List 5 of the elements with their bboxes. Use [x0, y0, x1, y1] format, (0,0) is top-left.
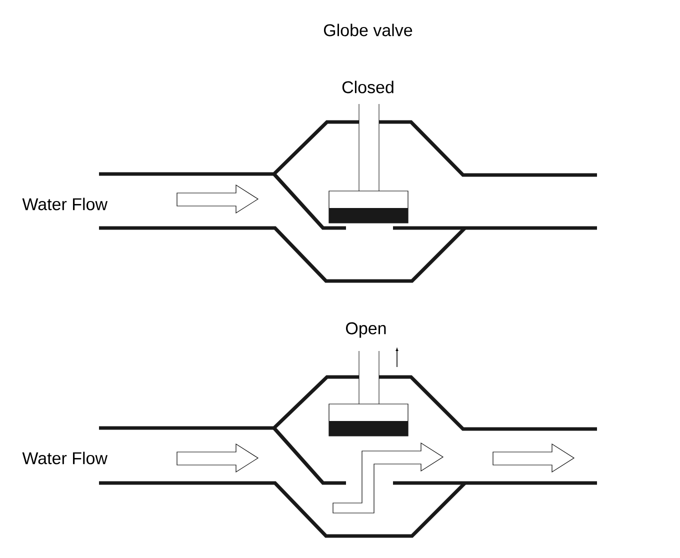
flow-label: Water Flow — [22, 198, 108, 210]
state-label: Closed — [342, 80, 394, 94]
flow-label: Water Flow — [22, 452, 108, 464]
title: Globe valve — [324, 24, 412, 36]
state-label: Open — [346, 322, 386, 338]
